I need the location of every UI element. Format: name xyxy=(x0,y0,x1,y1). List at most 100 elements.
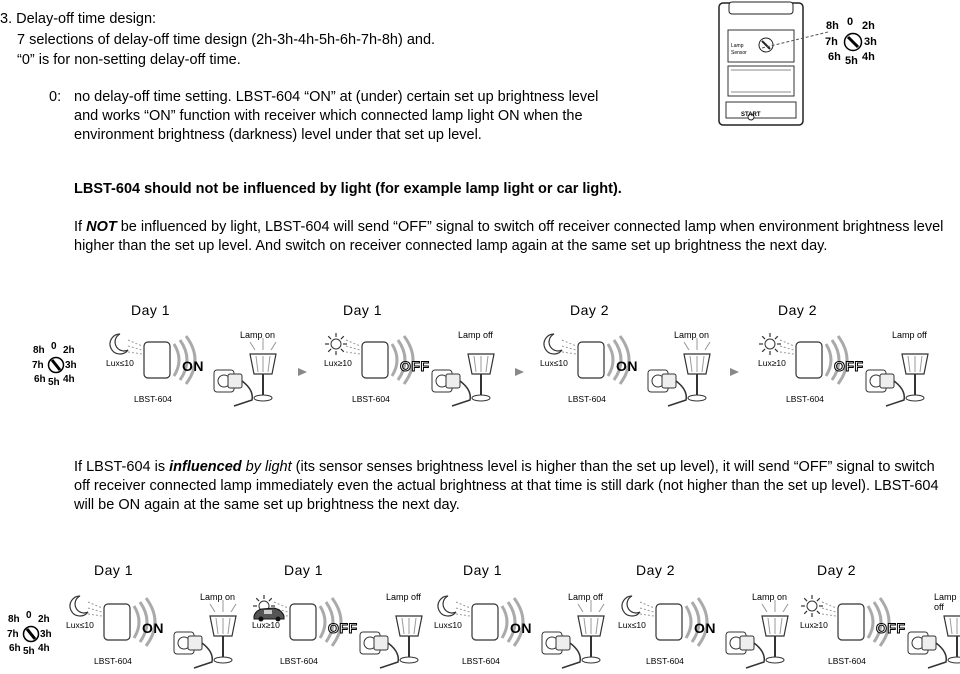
signal-label: OFF xyxy=(328,620,358,637)
dial-6h: 6h xyxy=(828,51,841,63)
dial-4h: 4h xyxy=(38,643,50,654)
scene-graphic xyxy=(109,333,277,407)
non-setting-text: “0” is for non-setting delay-off time. xyxy=(17,52,241,68)
model-label: LBST-604 xyxy=(352,394,390,404)
dial-4h: 4h xyxy=(63,374,75,385)
light-rays xyxy=(821,601,837,617)
arrow-icon xyxy=(515,368,524,376)
socket-plug-icon xyxy=(865,369,906,407)
lux-label: Lux≥10 xyxy=(800,620,828,630)
para-influenced: If LBST-604 is influenced by light (its … xyxy=(74,458,954,515)
model-label: LBST-604 xyxy=(568,394,606,404)
lamp-status-label: Lamp on xyxy=(674,330,710,340)
delay-selections-text: 7 selections of delay-off time design (2… xyxy=(17,32,436,48)
signal-label: OFF xyxy=(834,358,864,375)
dial-4h: 4h xyxy=(862,51,875,63)
sensor-device-icon xyxy=(577,341,605,379)
signal-waves-icon xyxy=(866,597,891,647)
lux-label: Lux≤10 xyxy=(540,358,568,368)
moon-icon xyxy=(437,595,457,617)
lux-label: Lux≤10 xyxy=(434,620,462,630)
light-rays xyxy=(455,601,471,617)
lamp-icon xyxy=(467,353,495,402)
signal-waves-icon xyxy=(500,597,525,647)
signal-waves-icon xyxy=(606,335,631,385)
lamp-icon xyxy=(249,338,277,402)
car-icon xyxy=(253,607,285,622)
lamp-icon xyxy=(209,600,237,664)
model-label: LBST-604 xyxy=(462,656,500,666)
leader-line xyxy=(761,31,829,49)
scene-graphic xyxy=(801,595,960,669)
signal-label: ON xyxy=(142,620,164,636)
lamp-icon xyxy=(761,600,789,664)
signal-waves-icon xyxy=(390,335,415,385)
light-rays xyxy=(127,339,143,355)
sensor-device-icon xyxy=(143,341,171,379)
day-label: Day 2 xyxy=(817,562,857,578)
lamp-icon xyxy=(683,338,711,402)
dial-5h: 5h xyxy=(845,55,858,67)
dial-2h: 2h xyxy=(63,345,75,356)
delay-dial-fig2: 8h 0 2h 7h 3h 6h 5h 4h xyxy=(7,610,54,658)
lux-label: Lux≤10 xyxy=(106,358,134,368)
model-label: LBST-604 xyxy=(786,394,824,404)
bold-note: LBST-604 should not be influenced by lig… xyxy=(74,181,622,197)
para-inf-emphasis: influenced xyxy=(169,459,242,475)
day-label: Day 1 xyxy=(284,562,324,578)
scene-graphic xyxy=(543,333,711,407)
light-rays xyxy=(561,339,577,355)
signal-label: OFF xyxy=(400,358,430,375)
socket-plug-icon xyxy=(359,631,400,669)
model-label: LBST-604 xyxy=(280,656,318,666)
model-label: LBST-604 xyxy=(134,394,172,404)
moon-icon xyxy=(543,333,563,355)
scene-graphic xyxy=(69,595,237,669)
moon-icon xyxy=(69,595,89,617)
signal-waves-icon xyxy=(824,335,849,385)
dial-0: 0 xyxy=(51,341,57,352)
dial-6h: 6h xyxy=(9,643,21,654)
light-rays xyxy=(345,339,361,355)
lux-label: Lux≥10 xyxy=(324,358,352,368)
socket-plug-icon xyxy=(541,631,582,669)
lamp-status-label: Lamp off xyxy=(458,330,493,340)
dial-knob-icon xyxy=(22,625,40,643)
light-rays xyxy=(639,601,655,617)
lamp-status-label: Lamp off xyxy=(568,592,603,602)
socket-plug-icon xyxy=(647,369,688,407)
device-illustration xyxy=(718,1,804,126)
lamp-icon xyxy=(943,615,960,664)
lamp-icon xyxy=(901,353,929,402)
sensor-device-icon xyxy=(289,603,317,641)
para-inf-rest: (its sensor senses brightness level is h… xyxy=(74,459,939,513)
lux-label: Lux≥10 xyxy=(252,620,280,630)
zero-label: 0: xyxy=(49,89,62,105)
dial-8h: 8h xyxy=(826,20,839,32)
dial-5h: 5h xyxy=(48,377,60,388)
day-label: Day 2 xyxy=(636,562,676,578)
para-not-emphasis: NOT xyxy=(86,219,117,235)
signal-waves-icon xyxy=(132,597,157,647)
socket-plug-icon xyxy=(907,631,948,669)
day-label: Day 2 xyxy=(778,302,818,318)
moon-icon xyxy=(109,333,129,355)
lamp-icon xyxy=(395,615,423,664)
day-label: Day 1 xyxy=(131,302,171,318)
para-inf-pre: If LBST-604 is xyxy=(74,459,170,475)
lamp-status-label: Lamp on xyxy=(200,592,236,602)
sensor-device-icon xyxy=(471,603,499,641)
light-rays xyxy=(779,339,795,355)
signal-label: OFF xyxy=(876,620,906,637)
arrow-icon xyxy=(730,368,739,376)
dial-5h: 5h xyxy=(23,646,35,657)
moon-icon xyxy=(621,595,641,617)
start-label: START xyxy=(741,112,761,118)
socket-plug-icon xyxy=(725,631,766,669)
zero-desc-line2: and works “ON” function with receiver wh… xyxy=(74,108,583,124)
para-not-rest: be influenced by light, LBST-604 will se… xyxy=(74,219,944,254)
lamp-status-label: Lamp off xyxy=(934,592,957,612)
device-lamp-label: Lamp xyxy=(731,43,744,49)
sun-icon xyxy=(801,595,823,617)
dial-3h: 3h xyxy=(65,360,77,371)
